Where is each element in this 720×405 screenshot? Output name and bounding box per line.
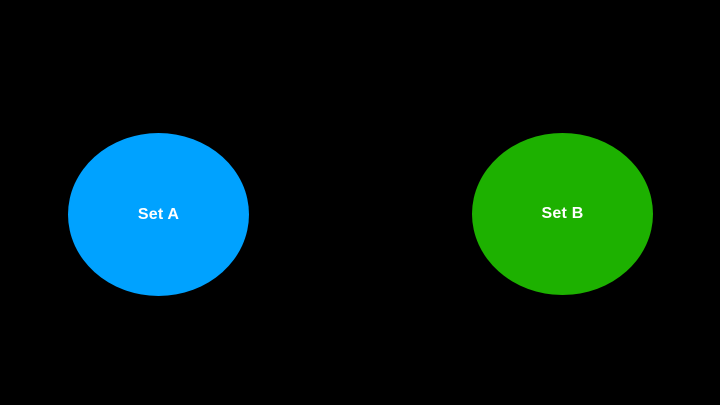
set-b-label: Set B (541, 205, 584, 222)
set-b-circle: Set B (472, 133, 653, 295)
set-a-circle: Set A (68, 133, 249, 296)
set-a-label: Set A (137, 205, 180, 223)
